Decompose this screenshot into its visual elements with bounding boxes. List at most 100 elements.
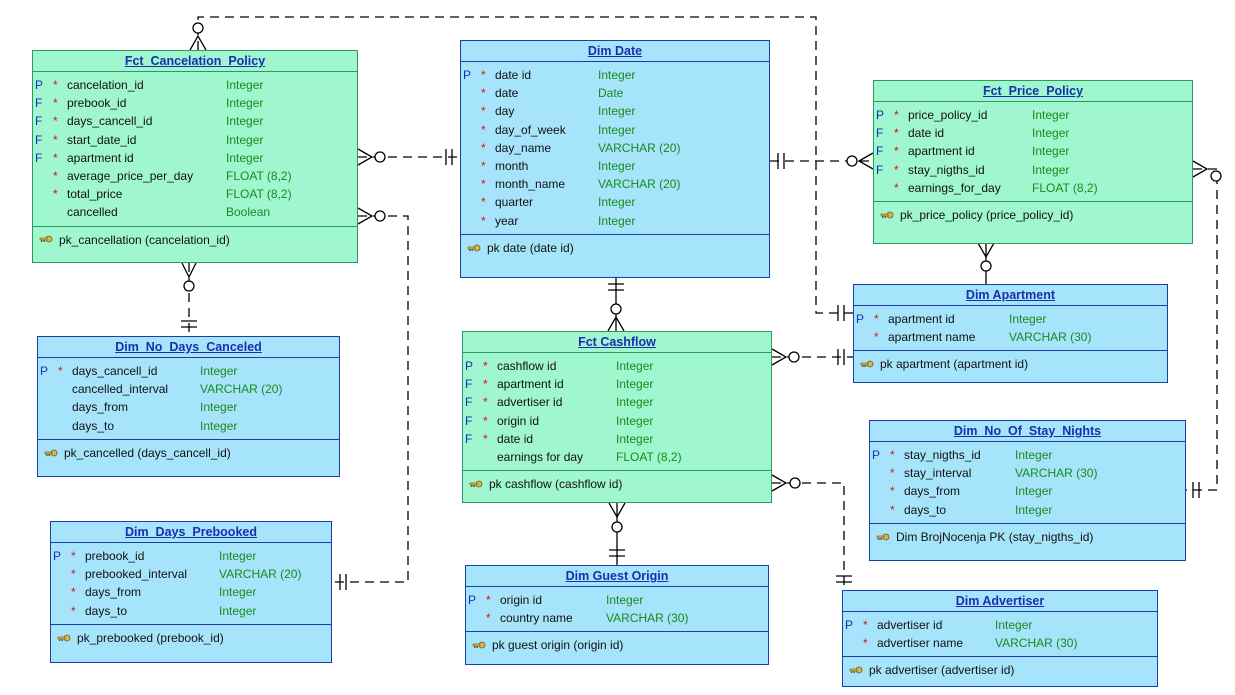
rel-cashflow-date[interactable] bbox=[607, 277, 625, 332]
key-marker: P bbox=[468, 593, 477, 607]
required-marker: * bbox=[863, 618, 868, 632]
primary-key-constraint[interactable]: pk_cancellation (cancelation_id) bbox=[33, 230, 357, 250]
primary-key-constraint[interactable]: pk_cancelled (days_cancell_id) bbox=[38, 443, 339, 463]
primary-key-constraint[interactable]: pk_price_policy (price_policy_id) bbox=[874, 205, 1192, 225]
key-marker: P bbox=[40, 364, 49, 378]
rel-cancelation-nodays[interactable] bbox=[181, 262, 197, 336]
primary-key-constraint[interactable]: pk guest origin (origin id) bbox=[466, 635, 768, 655]
rel-cashflow-advertiser[interactable] bbox=[771, 474, 852, 590]
key-marker: P bbox=[856, 312, 865, 326]
column-name: date id bbox=[908, 126, 945, 141]
required-marker: * bbox=[483, 395, 488, 410]
rel-cancelation-date[interactable] bbox=[357, 148, 460, 166]
primary-key-constraint[interactable]: pk date (date id) bbox=[461, 238, 769, 258]
key-marker: F bbox=[35, 150, 43, 165]
primary-key-constraint[interactable]: pk advertiser (advertiser id) bbox=[843, 660, 1157, 680]
column-name: origin id bbox=[497, 413, 540, 428]
rel-cashflow-guestorigin[interactable] bbox=[608, 502, 626, 565]
primary-key-constraint[interactable]: Dim BrojNocenja PK (stay_nigths_id) bbox=[870, 527, 1185, 547]
primary-key-constraint[interactable]: pk apartment (apartment id) bbox=[854, 354, 1167, 374]
column-type: Integer bbox=[995, 618, 1033, 632]
rel-pricepolicy-date[interactable] bbox=[770, 152, 874, 170]
rel-pricepolicy-staynights[interactable] bbox=[1186, 160, 1222, 498]
primary-key-constraint[interactable]: pk_prebooked (prebook_id) bbox=[51, 628, 331, 648]
column-type: Integer bbox=[1015, 448, 1053, 462]
column-type: Integer bbox=[598, 213, 636, 228]
required-marker: * bbox=[71, 567, 76, 582]
column-type: Integer bbox=[200, 364, 238, 378]
column-name: earnings_for_day bbox=[908, 180, 1001, 195]
column-name: date bbox=[495, 86, 519, 101]
rel-cashflow-apartment[interactable] bbox=[771, 348, 853, 366]
column-name: day_name bbox=[495, 140, 552, 155]
rel-cancelation-apartment[interactable] bbox=[189, 16, 853, 321]
rel-cancelation-prebooked[interactable] bbox=[332, 207, 409, 590]
required-marker: * bbox=[53, 96, 58, 111]
required-marker: * bbox=[890, 502, 895, 517]
rel-pricepolicy-apartment[interactable] bbox=[977, 242, 995, 285]
primary-key-constraint[interactable]: pk cashflow (cashflow id) bbox=[463, 474, 771, 494]
column-type: Integer bbox=[598, 122, 636, 137]
column-type: Boolean bbox=[226, 205, 271, 220]
required-marker: * bbox=[481, 213, 486, 228]
